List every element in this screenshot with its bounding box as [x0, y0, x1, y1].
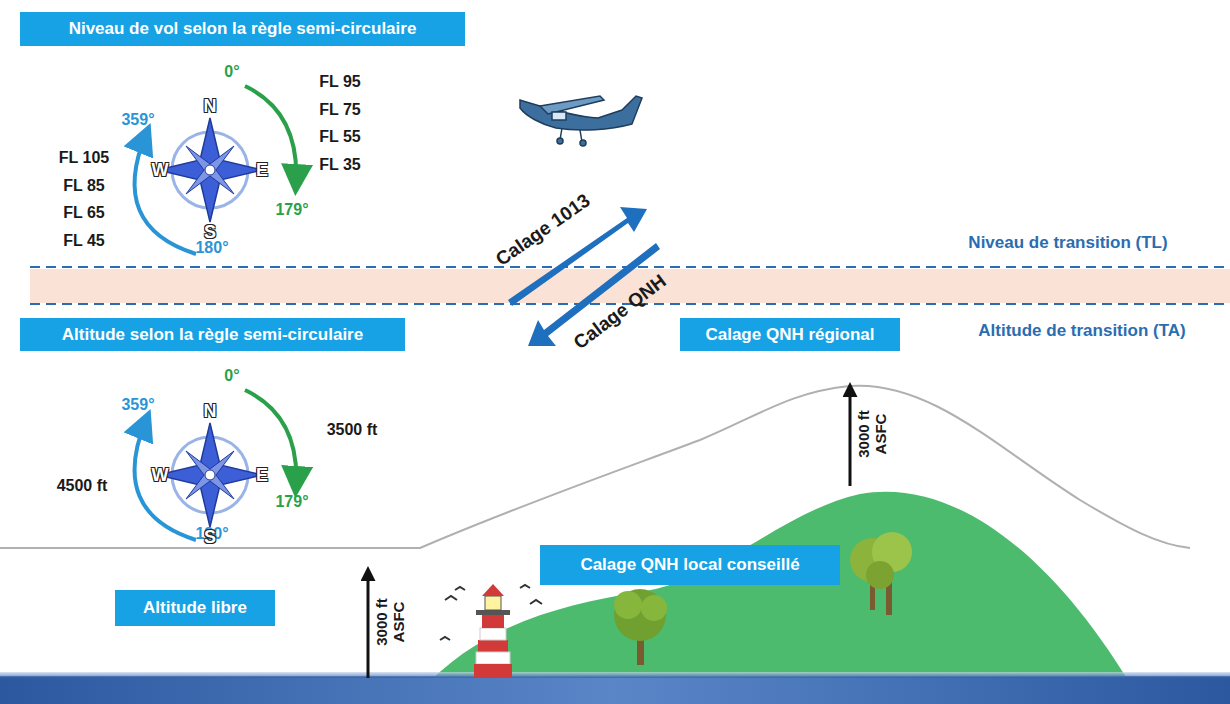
box-text: Niveau de vol selon la règle semi-circul…	[69, 19, 417, 39]
label-box: Altitude selon la règle semi-circulaire	[20, 318, 405, 351]
compass-letter: S	[204, 222, 216, 243]
rotated-label: 3000 ft ASFC	[855, 402, 890, 466]
annotation: FL 85	[63, 177, 105, 195]
annotation: FL 45	[63, 232, 105, 250]
compass-letter: W	[152, 465, 169, 486]
label-box: Calage QNH local conseillé	[540, 545, 840, 585]
compass-letter: E	[256, 160, 268, 181]
annotation: 359°	[121, 111, 154, 129]
annotation: 3500 ft	[327, 421, 378, 439]
annotation: 4500 ft	[57, 477, 108, 495]
box-text: Altitude selon la règle semi-circulaire	[62, 325, 363, 345]
box-text: Calage QNH régional	[705, 325, 874, 345]
annotation: 359°	[121, 396, 154, 414]
compass-letter: W	[152, 160, 169, 181]
annotation: 0°	[224, 367, 239, 385]
annotation: 179°	[275, 201, 308, 219]
rotated-label: Calage 1013	[492, 190, 595, 271]
annotation: FL 95	[319, 73, 361, 91]
annotation: FL 35	[319, 156, 361, 174]
annotation: FL 65	[63, 204, 105, 222]
compass-letter: S	[204, 527, 216, 548]
compass-letter: E	[256, 465, 268, 486]
annotation: FL 75	[319, 101, 361, 119]
annotation: Niveau de transition (TL)	[968, 233, 1167, 253]
annotation: Altitude de transition (TA)	[978, 321, 1185, 341]
rotated-label: 3000 ft ASFC	[373, 590, 408, 654]
annotation: 0°	[224, 63, 239, 81]
annotation: 179°	[275, 493, 308, 511]
label-box: Calage QNH régional	[680, 318, 900, 351]
annotation: FL 55	[319, 128, 361, 146]
compass-letter: N	[204, 96, 217, 117]
label-box: Altitude libre	[115, 590, 275, 626]
box-text: Calage QNH local conseillé	[580, 555, 799, 575]
box-text: Altitude libre	[143, 598, 247, 618]
compass-letter: N	[204, 401, 217, 422]
label-box: Niveau de vol selon la règle semi-circul…	[20, 12, 465, 46]
annotation: FL 105	[59, 149, 109, 167]
